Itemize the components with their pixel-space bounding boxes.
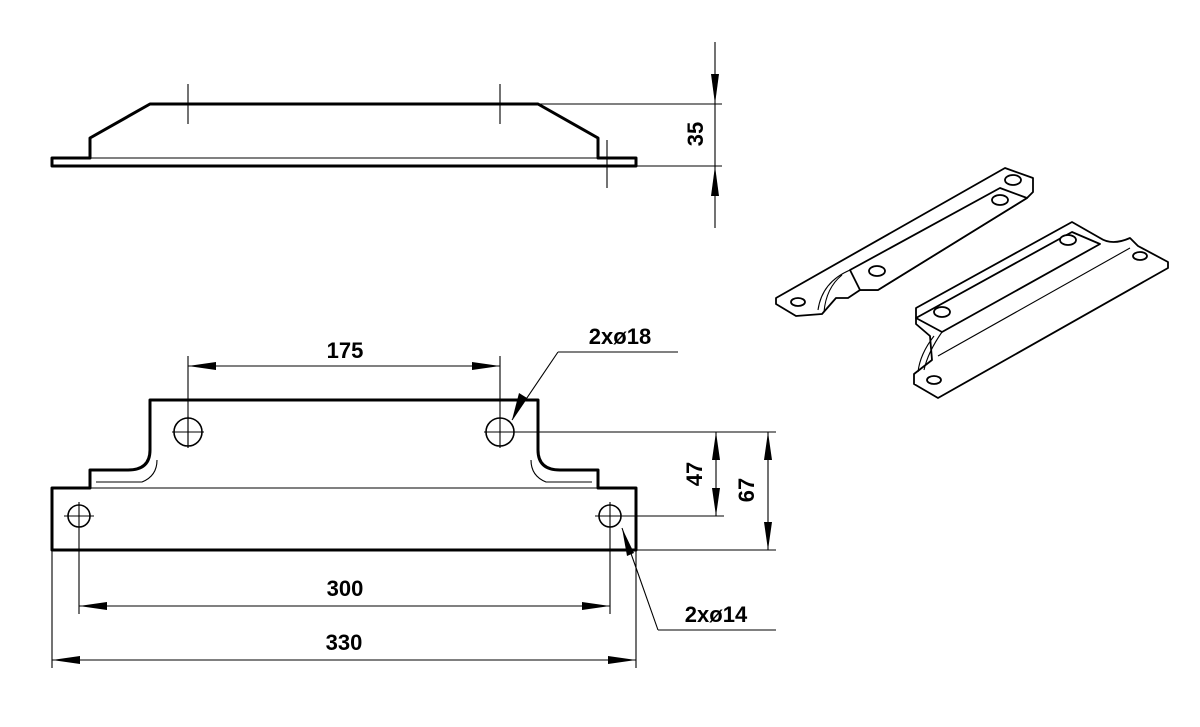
dim-330-label: 330 (326, 630, 363, 655)
dim-47-label: 47 (682, 462, 707, 486)
side-view: 35 (50, 42, 722, 228)
isometric-bracket-1 (775, 167, 1034, 317)
isometric-bracket-2 (913, 221, 1169, 399)
front-view: 175 2xø18 47 67 300 330 (50, 324, 776, 668)
dim-300-label: 300 (327, 576, 364, 601)
dim-35-label: 35 (683, 122, 708, 146)
dim-175-label: 175 (327, 338, 364, 363)
small-holes-label: 2xø14 (685, 602, 748, 627)
big-holes-label: 2xø18 (589, 324, 651, 349)
dim-67-label: 67 (734, 478, 759, 502)
